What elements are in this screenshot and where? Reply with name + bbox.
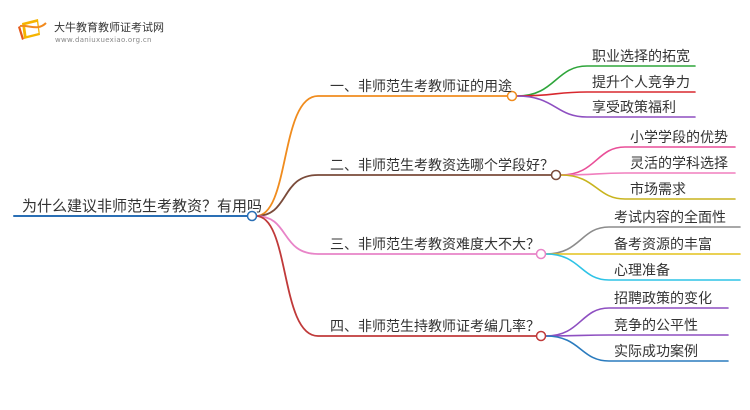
leaf-3-1-edge [545, 226, 741, 255]
branch-4-collapse-node[interactable] [535, 330, 547, 342]
leaf-4-1-label: 招聘政策的变化 [614, 291, 712, 307]
site-title: 大牛教育教师证考试网 [54, 21, 164, 34]
leaf-3-3-edge [545, 253, 741, 281]
branch-3-collapse-node[interactable] [535, 248, 547, 260]
branch-4-edge [255, 215, 537, 337]
leaf-1-2-label: 提升个人竞争力 [592, 75, 690, 91]
leaf-2-3-label: 市场需求 [630, 182, 686, 198]
leaf-4-2-edge [545, 334, 729, 337]
leaf-1-3-label: 享受政策福利 [592, 100, 676, 116]
leaf-2-2-label: 灵活的学科选择 [630, 156, 728, 172]
leaf-2-3-edge [560, 174, 736, 200]
branch-3-label: 三、非师范生考教资难度大不大？ [330, 237, 540, 253]
leaf-3-3-label: 心理准备 [614, 263, 670, 279]
branch-2-label: 二、非师范生考教资选哪个学段好？ [330, 158, 554, 174]
leaf-2-2-edge [560, 172, 736, 176]
branch-2-edge [255, 174, 552, 217]
leaf-2-1-label: 小学学段的优势 [630, 130, 728, 146]
branch-1-collapse-node[interactable] [506, 90, 518, 102]
leaf-1-1-label: 职业选择的拓宽 [592, 49, 690, 65]
branch-1-label: 一、非师范生考教师证的用途 [330, 79, 512, 95]
branch-1-edge [255, 95, 508, 217]
leaf-1-2-edge [516, 91, 696, 97]
site-url: www.daniuxuexiao.org.cn [55, 36, 152, 44]
leaf-4-1-edge [545, 307, 729, 337]
leaf-4-3-edge [545, 335, 729, 362]
site-logo [16, 17, 52, 43]
leaf-4-2-label: 竞争的公平性 [614, 318, 698, 334]
leaf-4-3-label: 实际成功案例 [614, 344, 698, 360]
branch-3-edge [255, 215, 537, 255]
branch-2-collapse-node[interactable] [550, 169, 562, 181]
root-collapse-node[interactable] [246, 210, 258, 222]
leaf-3-2-label: 备考资源的丰富 [614, 237, 712, 253]
root-topic: 为什么建议非师范生考教资？有用吗 [22, 197, 263, 215]
book-logo-icon [18, 19, 47, 40]
leaf-1-3-edge [516, 95, 696, 118]
leaf-1-1-edge [516, 65, 696, 97]
leaf-3-1-label: 考试内容的全面性 [614, 210, 726, 226]
branch-4-label: 四、非师范生持教师证考编几率？ [330, 319, 540, 335]
leaf-2-1-edge [560, 146, 736, 176]
